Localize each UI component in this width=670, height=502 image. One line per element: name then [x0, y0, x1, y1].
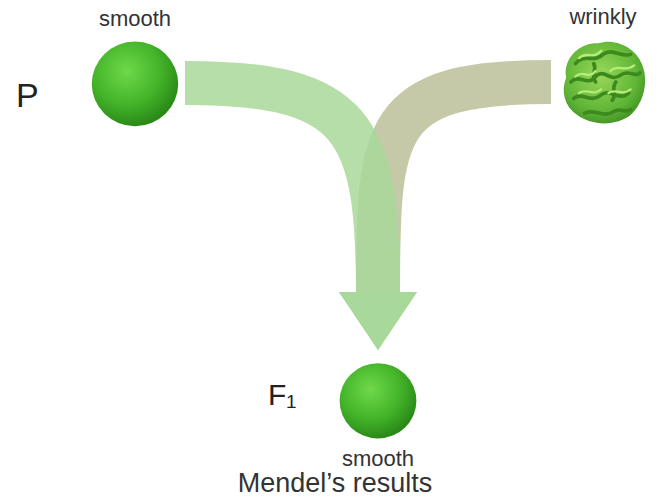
wrinkly-pea: wrinkly — [551, 4, 655, 128]
pea-illustration — [337, 360, 419, 440]
generation-label: P — [16, 76, 39, 115]
smooth-pea: smooth — [85, 6, 185, 128]
trait-label: smooth — [99, 6, 171, 32]
generation-label: F₁ — [268, 378, 296, 412]
smooth-pea: smooth — [333, 360, 423, 472]
arrow-head — [339, 292, 417, 350]
inheritance-arrow — [185, 83, 417, 350]
arrow-band — [185, 83, 378, 296]
arrow-band — [378, 82, 551, 296]
trait-label: wrinkly — [569, 4, 636, 30]
pea-illustration — [89, 38, 181, 128]
pea-illustration — [555, 36, 651, 128]
caption: Mendel’s results — [0, 468, 670, 499]
arrow-head — [339, 292, 417, 350]
